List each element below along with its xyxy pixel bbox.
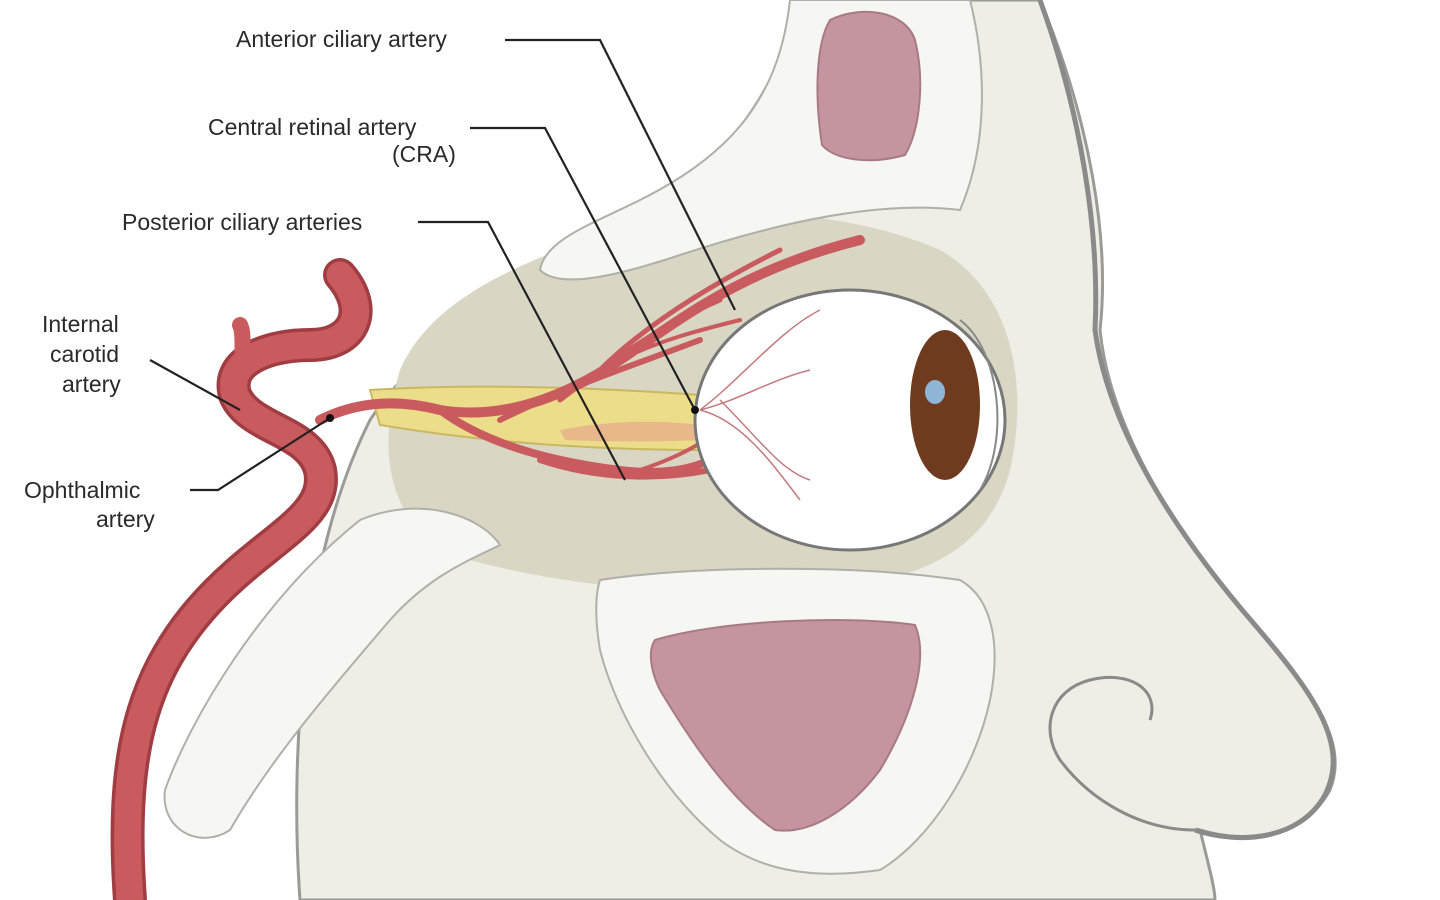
label-central-retinal-artery-abbr: (CRA) — [392, 141, 456, 167]
retinal-vessels — [699, 309, 821, 501]
cornea — [959, 319, 999, 491]
iris — [910, 330, 980, 480]
leader-posterior-ciliary — [418, 220, 626, 481]
orbital-floor-bone — [163, 507, 502, 839]
leader-lines — [149, 38, 736, 492]
label-ophthalmic-line1: Ophthalmic — [24, 477, 140, 503]
pupil-highlight — [925, 380, 945, 404]
dot-ophthalmic — [326, 414, 334, 422]
leader-ophthalmic — [190, 417, 331, 492]
leader-internal-carotid — [149, 359, 241, 411]
label-anterior-ciliary-artery: Anterior ciliary artery — [236, 26, 447, 52]
maxillary-sinus — [649, 619, 922, 832]
nose-contour — [1037, 0, 1336, 841]
label-internal-carotid-line1: Internal — [42, 311, 119, 337]
label-ophthalmic-line2: artery — [96, 506, 155, 532]
frontal-sinus — [816, 10, 922, 162]
leader-central-retinal — [470, 126, 696, 411]
label-posterior-ciliary-arteries: Posterior ciliary arteries — [122, 209, 362, 235]
carotid-branch-stub — [232, 317, 253, 378]
nostril-contour — [1048, 675, 1196, 832]
ophthalmic-artery-branches — [315, 235, 865, 480]
internal-carotid-artery-fill — [114, 261, 370, 900]
label-internal-carotid-line2: carotid — [50, 341, 119, 367]
leader-anterior-ciliary — [505, 38, 736, 311]
dot-central-retinal — [691, 406, 699, 414]
label-central-retinal-artery: Central retinal artery — [208, 114, 417, 140]
label-internal-carotid-line3: artery — [62, 371, 121, 397]
optic-nerve-core — [560, 421, 700, 442]
